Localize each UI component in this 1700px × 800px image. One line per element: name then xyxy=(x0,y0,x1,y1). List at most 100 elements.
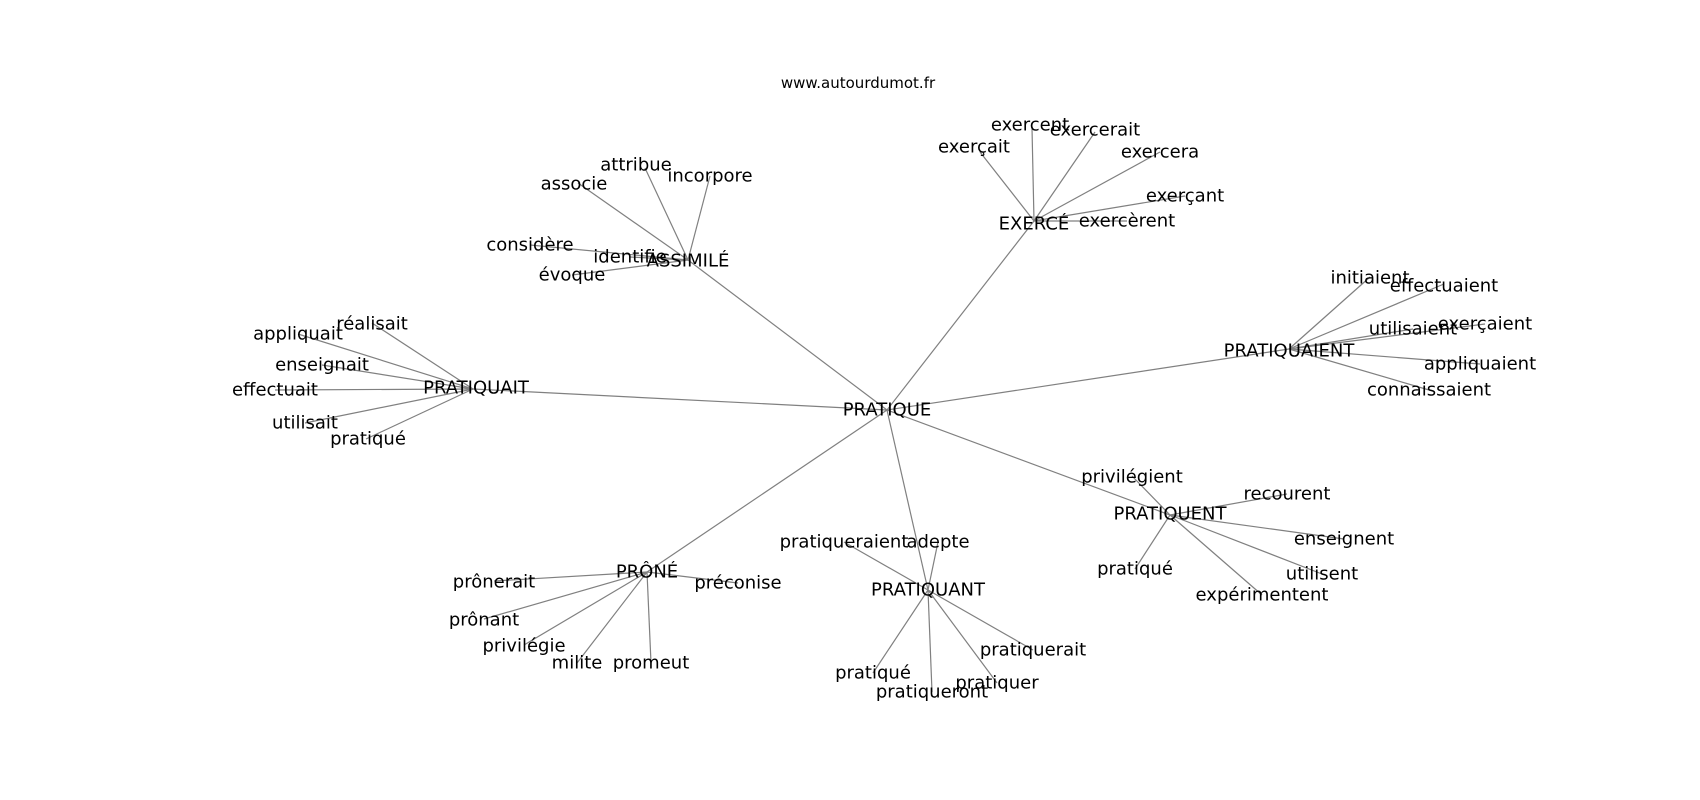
leaf-node-label[interactable]: identifie xyxy=(593,247,666,268)
leaf-node-label[interactable]: évoque xyxy=(539,265,606,286)
leaf-node-label[interactable]: pratiqué xyxy=(330,429,406,450)
leaf-node-label[interactable]: réalisait xyxy=(336,314,408,335)
edge-hub-to-leaf xyxy=(1169,514,1263,596)
leaf-node-label[interactable]: pratiqueraient xyxy=(780,532,909,553)
edge-hub-to-leaf xyxy=(1134,514,1171,570)
edge-hub-to-leaf xyxy=(365,388,474,440)
leaf-node-label[interactable]: considère xyxy=(486,235,573,256)
leaf-node-label[interactable]: enseignait xyxy=(275,355,369,376)
edge-hub-to-leaf xyxy=(1288,276,1371,350)
leaf-node-label[interactable]: pratiqueront xyxy=(876,682,988,703)
edge-hub-to-leaf xyxy=(493,571,648,582)
leaf-node-label[interactable]: attribue xyxy=(600,155,671,176)
edge-hub-to-leaf xyxy=(1288,348,1481,365)
edge-hub-to-leaf xyxy=(646,571,739,584)
edge-hub-to-leaf xyxy=(1031,127,1035,222)
leaf-node-label[interactable]: privilégie xyxy=(482,636,565,657)
edge-hub-to-leaf xyxy=(646,571,652,664)
leaf-node-label[interactable]: connaissaient xyxy=(1367,380,1491,401)
leaf-node-label[interactable]: exercera xyxy=(1121,142,1199,163)
edge-hub-to-leaf xyxy=(371,322,474,390)
leaf-node-label[interactable]: privilégient xyxy=(1081,467,1183,488)
hub-node-label[interactable]: PRÔNÉ xyxy=(616,561,678,583)
leaf-node-label[interactable]: prônant xyxy=(449,610,519,631)
leaf-node-label[interactable]: pratiqué xyxy=(1097,559,1173,580)
leaf-node-label[interactable]: adepte xyxy=(906,532,969,553)
edge-center-to-hub xyxy=(886,409,929,591)
edge-hub-to-leaf xyxy=(1033,151,1161,222)
edge-hub-to-leaf xyxy=(1169,493,1288,516)
edge-hub-to-leaf xyxy=(872,589,929,674)
leaf-node-label[interactable]: exercèrent xyxy=(1079,211,1175,232)
leaf-node-label[interactable]: recourent xyxy=(1244,484,1331,505)
hub-node-label[interactable]: ASSIMILÉ xyxy=(647,250,730,272)
leaf-node-label[interactable]: utilisaient xyxy=(1369,319,1457,340)
leaf-node-label[interactable]: milite xyxy=(552,653,603,674)
edge-hub-to-leaf xyxy=(1131,475,1171,516)
edge-hub-to-leaf xyxy=(629,256,689,261)
edge-center-to-hub xyxy=(646,409,888,573)
edge-hub-to-leaf xyxy=(843,541,929,591)
edge-hub-to-leaf xyxy=(1033,131,1096,222)
center-node-label[interactable]: PRATIQUE xyxy=(843,400,932,421)
leaf-node-label[interactable]: enseignent xyxy=(1294,529,1394,550)
edge-center-to-hub xyxy=(886,409,1171,516)
leaf-node-label[interactable]: expérimentent xyxy=(1196,585,1329,606)
leaf-node-label[interactable]: exerçant xyxy=(1146,186,1224,207)
hub-node-label[interactable]: PRATIQUANT xyxy=(871,580,986,601)
leaf-node-label[interactable]: exerçaient xyxy=(1438,314,1532,335)
edge-hub-to-leaf xyxy=(483,571,648,620)
leaf-node-label[interactable]: pratiquer xyxy=(955,673,1039,694)
edge-center-to-hub xyxy=(472,388,888,411)
leaf-node-label[interactable]: utilisent xyxy=(1286,564,1358,585)
hub-node-label[interactable]: PRATIQUAIT xyxy=(423,378,530,399)
edge-hub-to-leaf xyxy=(927,589,1034,651)
edge-hub-to-leaf xyxy=(1288,283,1445,350)
edge-hub-to-leaf xyxy=(1288,323,1486,350)
leaf-node-label[interactable]: promeut xyxy=(613,653,690,674)
leaf-node-label[interactable]: appliquaient xyxy=(1424,354,1536,375)
edge-hub-to-leaf xyxy=(571,259,689,276)
edge-hub-to-leaf xyxy=(1288,328,1414,350)
edge-hub-to-leaf xyxy=(644,167,689,261)
edge-hub-to-leaf xyxy=(1033,195,1186,222)
leaf-node-label[interactable]: utilisait xyxy=(272,413,338,434)
edge-hub-to-leaf xyxy=(979,151,1035,222)
leaf-node-label[interactable]: préconise xyxy=(694,573,781,594)
leaf-node-label[interactable]: pratiqué xyxy=(835,663,911,684)
edge-hub-to-leaf xyxy=(297,333,474,390)
hub-node-label[interactable]: EXERCÉ xyxy=(999,213,1070,235)
edges xyxy=(274,127,1486,693)
edge-hub-to-leaf xyxy=(577,182,689,261)
leaf-node-label[interactable]: exercerait xyxy=(1050,120,1140,141)
edge-hub-to-leaf xyxy=(274,388,474,391)
edge-hub-to-leaf xyxy=(529,244,689,261)
edge-hub-to-leaf xyxy=(927,589,933,693)
leaf-node-label[interactable]: effectuait xyxy=(232,380,318,401)
edge-hub-to-leaf xyxy=(927,589,998,684)
leaf-node-label[interactable]: appliquait xyxy=(253,324,343,345)
leaf-node-label[interactable]: initiaient xyxy=(1330,268,1409,289)
edge-hub-to-leaf xyxy=(304,388,474,424)
site-url: www.autourdumot.fr xyxy=(781,74,936,92)
leaf-node-label[interactable]: prônerait xyxy=(453,572,535,593)
edge-center-to-hub xyxy=(687,259,888,411)
leaf-node-label[interactable]: incorpore xyxy=(667,166,752,187)
leaf-node-label[interactable]: exercent xyxy=(991,115,1069,136)
hub-node-label[interactable]: PRATIQUAIENT xyxy=(1224,341,1356,362)
edge-hub-to-leaf xyxy=(1169,514,1323,575)
leaf-node-label[interactable]: exerçait xyxy=(938,137,1010,158)
leaf-node-label[interactable]: effectuaient xyxy=(1390,276,1498,297)
edge-center-to-hub xyxy=(886,348,1290,411)
edge-hub-to-leaf xyxy=(576,571,648,664)
edge-hub-to-leaf xyxy=(1169,514,1345,540)
leaf-node-label[interactable]: associe xyxy=(541,174,608,195)
edge-hub-to-leaf xyxy=(687,175,711,261)
hub-node-label[interactable]: PRATIQUENT xyxy=(1113,504,1227,525)
edge-hub-to-leaf xyxy=(1288,348,1430,391)
leaf-node-label[interactable]: pratiquerait xyxy=(980,640,1086,661)
edge-hub-to-leaf xyxy=(321,364,474,390)
edge-hub-to-leaf xyxy=(523,571,648,646)
